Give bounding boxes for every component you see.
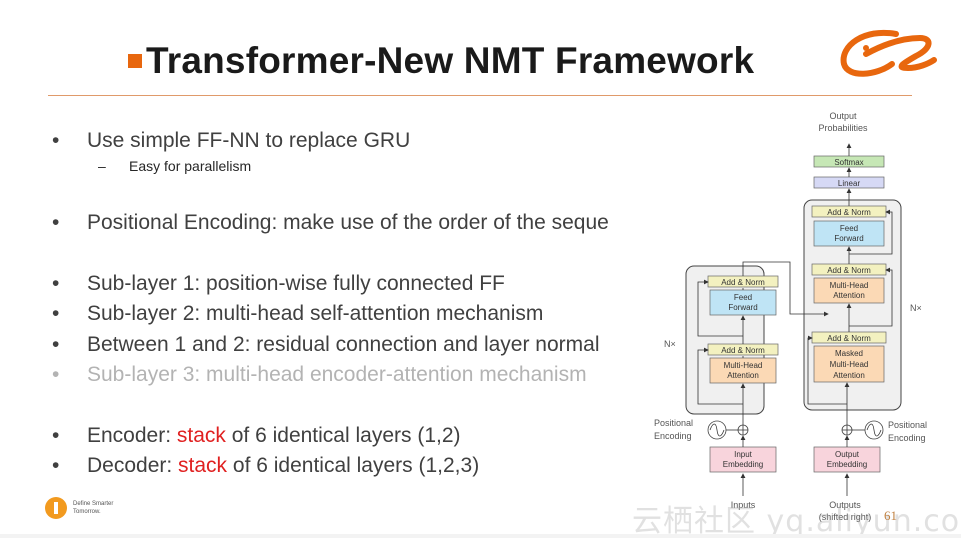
- bullet-text: Sub-layer 3: multi-head encoder-attentio…: [87, 363, 587, 386]
- alibaba-logo-icon: [840, 29, 937, 77]
- transformer-diagram: Add & Norm Feed Forward Add & Norm Multi…: [640, 104, 950, 530]
- output-prob-1: Output: [829, 111, 857, 121]
- bullet-text: Sub-layer 2: multi-head self-attention m…: [87, 302, 544, 325]
- encoder-nx: N×: [664, 339, 676, 349]
- bullet-text: Use simple FF-NN to replace GRU: [87, 129, 411, 152]
- linear-label: Linear: [838, 179, 861, 188]
- dec-addnorm-1: Add & Norm: [827, 334, 871, 343]
- bullet-text: Between 1 and 2: residual connection and…: [87, 333, 600, 356]
- inputs-label: Inputs: [731, 500, 756, 510]
- dec-ff-2: Forward: [834, 234, 863, 243]
- enc-mha-1: Multi-Head: [724, 361, 763, 370]
- enc-pos-2: Encoding: [654, 431, 692, 441]
- dec-masked-1: Masked: [835, 349, 863, 358]
- sub-bullet-text: Easy for parallelism: [129, 158, 252, 174]
- highlight-stack: stack: [178, 454, 228, 477]
- input-emb-1: Input: [734, 450, 753, 459]
- enc-addnorm-2: Add & Norm: [721, 278, 765, 287]
- watermark: 云栖社区 yq.aliyun.com: [632, 504, 961, 539]
- output-emb-2: Embedding: [827, 460, 867, 469]
- outputs-shifted: (shifted right): [819, 512, 872, 522]
- dec-addnorm-2: Add & Norm: [827, 266, 871, 275]
- title-square-icon: [128, 54, 142, 68]
- title-divider: [48, 95, 912, 96]
- bullet-text: Sub-layer 1: position-wise fully connect…: [87, 272, 505, 295]
- footer-logo-icon: [45, 497, 67, 519]
- enc-ff-1: Feed: [734, 293, 752, 302]
- highlight-stack: stack: [176, 424, 226, 447]
- decoder-nx: N×: [910, 303, 922, 313]
- dec-masked-2: Multi-Head: [830, 360, 869, 369]
- dec-ff-1: Feed: [840, 224, 858, 233]
- output-emb-1: Output: [835, 450, 860, 459]
- dec-pos-1: Positional: [888, 420, 927, 430]
- dec-masked-3: Attention: [833, 371, 865, 380]
- output-prob-2: Probabilities: [818, 123, 868, 133]
- enc-addnorm-1: Add & Norm: [721, 346, 765, 355]
- slide-title: Transformer-New NMT Framework: [128, 40, 754, 82]
- footer-tagline: Define Smarter Tomorrow.: [73, 501, 114, 515]
- dec-mha-2: Attention: [833, 291, 865, 300]
- dec-pos-2: Encoding: [888, 433, 926, 443]
- enc-mha-2: Attention: [727, 371, 759, 380]
- bottom-border: [0, 534, 961, 538]
- enc-ff-2: Forward: [728, 303, 757, 312]
- page-number: 61: [884, 508, 897, 523]
- outputs-label: Outputs: [829, 500, 861, 510]
- dec-addnorm-3: Add & Norm: [827, 208, 871, 217]
- enc-pos-1: Positional: [654, 418, 693, 428]
- slide-title-text: Transformer-New NMT Framework: [146, 40, 755, 81]
- input-emb-2: Embedding: [723, 460, 763, 469]
- bullet-text: Positional Encoding: make use of the ord…: [87, 211, 609, 234]
- dec-mha-1: Multi-Head: [830, 281, 869, 290]
- softmax-label: Softmax: [834, 158, 863, 167]
